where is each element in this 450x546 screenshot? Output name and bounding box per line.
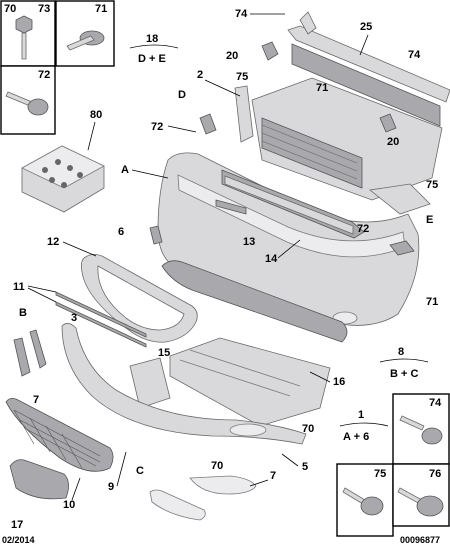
bezel-7b <box>189 475 257 495</box>
bolt-head-icon <box>15 15 33 34</box>
callout-18: 18 <box>146 33 158 45</box>
callout-7a: 7 <box>33 394 39 406</box>
callout-5: 5 <box>302 461 308 473</box>
fastener-box-70-73 <box>0 0 56 67</box>
callout-8-sub: B + C <box>390 368 418 380</box>
footer-date: 02/2014 <box>2 535 35 545</box>
callout-11: 11 <box>13 281 25 293</box>
side-bracket <box>369 183 431 215</box>
callout-20b: 20 <box>387 136 399 148</box>
callout-70: 70 <box>4 3 16 15</box>
callout-17: 17 <box>11 519 23 531</box>
callout-A: A <box>121 164 129 176</box>
callout-10: 10 <box>63 499 75 511</box>
bumper-beam-25 <box>287 11 450 127</box>
lower-grille-10 <box>5 398 114 472</box>
callout-E: E <box>426 214 433 226</box>
callout-72c: 72 <box>357 223 369 235</box>
callout-3: 3 <box>71 312 77 324</box>
reflector-B <box>13 337 31 377</box>
callout-1-sub: A + 6 <box>343 431 369 443</box>
callout-16: 16 <box>333 376 345 388</box>
callout-1: 1 <box>358 409 364 421</box>
callout-13: 13 <box>243 236 255 248</box>
panel-15 <box>129 357 171 409</box>
bracket-E <box>389 240 415 256</box>
fastener-box-74 <box>392 393 450 465</box>
callout-18-sub: D + E <box>138 53 166 65</box>
trim-13 <box>215 199 247 215</box>
callout-25: 25 <box>360 21 372 33</box>
callout-71d: 71 <box>426 296 438 308</box>
callout-15: 15 <box>158 347 170 359</box>
callout-75b: 75 <box>426 179 438 191</box>
absorber-14 <box>221 169 365 239</box>
callout-71: 71 <box>95 3 107 15</box>
footer-reference: 00096877 <box>400 535 440 545</box>
grille-frame-12 <box>80 254 198 343</box>
callout-71c: 71 <box>316 82 328 94</box>
callout-2: 2 <box>197 69 203 81</box>
callout-73: 73 <box>38 3 50 15</box>
fastener-box-75 <box>336 463 394 537</box>
fastener-box-76 <box>392 463 450 527</box>
upper-grille-assembly <box>234 77 443 201</box>
callout-74a: 74 <box>235 8 248 20</box>
trim-strips-11 <box>55 291 147 348</box>
bolt-head-icon-72 <box>27 98 49 116</box>
fastener-box-72 <box>0 65 56 135</box>
callout-14: 14 <box>265 253 278 265</box>
callout-20a: 20 <box>226 50 238 62</box>
callout-12: 12 <box>47 236 59 248</box>
callout-D: D <box>178 89 186 101</box>
clip-kit-80 <box>21 145 105 213</box>
callout-70b: 70 <box>211 460 223 472</box>
bolt-shank-icon <box>21 32 27 60</box>
bracket-20b <box>379 113 397 133</box>
callout-74c: 74 <box>429 397 442 409</box>
lower-spoiler-3 <box>61 323 307 445</box>
cover-17 <box>9 459 69 500</box>
clip-6 <box>149 225 163 245</box>
callout-B: B <box>19 307 27 319</box>
fastener-box-71 <box>55 0 115 67</box>
callout-74b: 74 <box>408 49 421 61</box>
callout-70c: 70 <box>302 423 314 435</box>
bracket-20a <box>261 41 279 61</box>
callout-75c: 75 <box>374 468 386 480</box>
callout-80: 80 <box>90 109 102 121</box>
callout-72: 72 <box>38 69 50 81</box>
bracket-D <box>199 113 217 135</box>
callout-C: C <box>136 465 144 477</box>
callout-6: 6 <box>118 226 124 238</box>
bezel-7a <box>29 329 47 369</box>
trim-C <box>149 489 206 521</box>
callout-76: 76 <box>429 468 441 480</box>
callout-8: 8 <box>398 346 404 358</box>
callout-72b: 72 <box>151 121 163 133</box>
underbody-shield <box>161 260 348 427</box>
callout-7b: 7 <box>270 470 276 482</box>
screw-thread-icon <box>66 35 95 51</box>
callout-9: 9 <box>108 481 114 493</box>
callout-75a: 75 <box>236 71 248 83</box>
